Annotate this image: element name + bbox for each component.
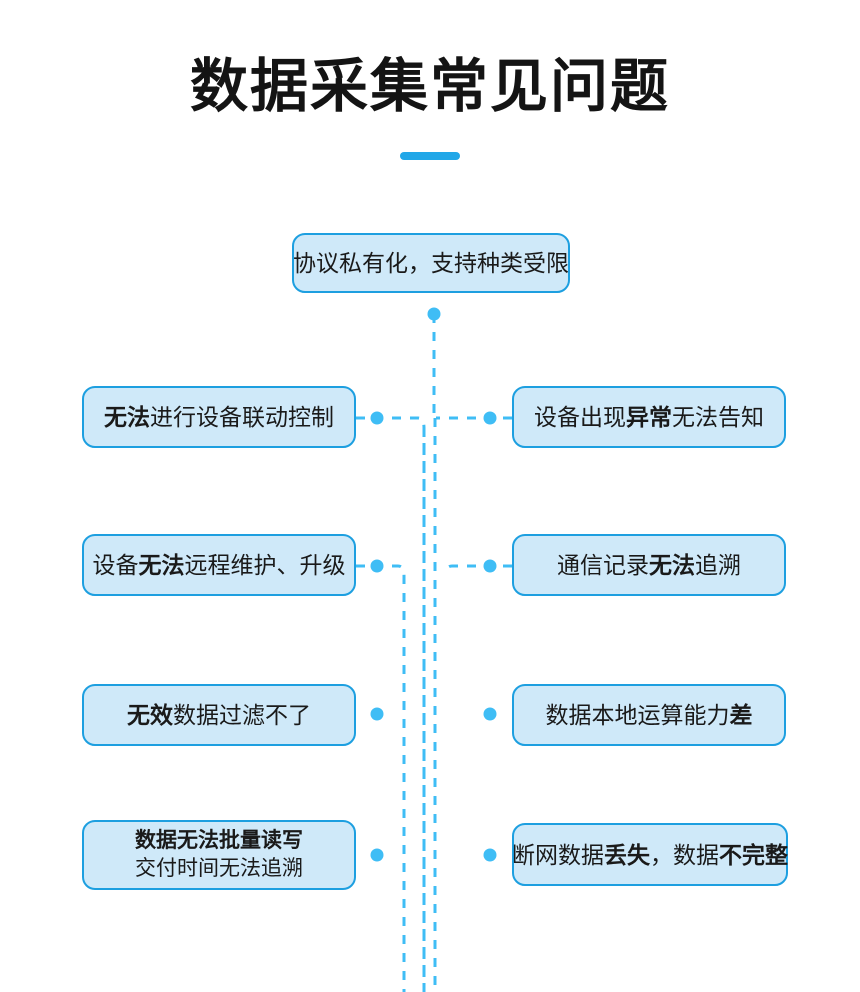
dot-left-row-3 bbox=[370, 707, 384, 721]
title-underline-accent bbox=[400, 152, 460, 160]
node-text-line: 通信记录无法追溯 bbox=[557, 550, 741, 580]
dot-top-stem bbox=[427, 307, 441, 321]
node-right-row-2[interactable]: 通信记录无法追溯 bbox=[512, 534, 786, 596]
node-text-emphasis: 差 bbox=[729, 702, 753, 728]
node-text-line: 无效数据过滤不了 bbox=[127, 700, 311, 730]
node-text-run: 无法告知 bbox=[672, 404, 764, 430]
dot-right-row-2 bbox=[483, 559, 497, 573]
node-right-row-4[interactable]: 断网数据丢失，数据不完整 bbox=[512, 823, 788, 886]
node-text-emphasis: 丢失 bbox=[604, 841, 650, 868]
connector-right-row-2 bbox=[444, 564, 512, 575]
node-right-row-3[interactable]: 数据本地运算能力差 bbox=[512, 684, 786, 746]
page-title: 数据采集常见问题 bbox=[189, 54, 670, 119]
dot-right-row-3 bbox=[483, 707, 497, 721]
node-text-line: 数据本地运算能力差 bbox=[546, 700, 753, 730]
node-text-run: ，数据 bbox=[650, 841, 719, 868]
node-text-line: 断网数据丢失，数据不完整 bbox=[512, 840, 788, 870]
connector-left-row-1 bbox=[356, 416, 426, 992]
node-text-emphasis: 无法 bbox=[138, 552, 185, 578]
node-text-run: 追溯 bbox=[695, 552, 741, 578]
node-text-line: 数据无法批量读写 bbox=[135, 827, 303, 855]
dot-left-row-4 bbox=[370, 848, 384, 862]
node-text-line: 协议私有化，支持种类受限 bbox=[293, 248, 569, 278]
node-text-run: 远程维护、升级 bbox=[184, 552, 346, 578]
node-text-emphasis: 异常 bbox=[626, 404, 672, 430]
dot-left-row-1 bbox=[370, 411, 384, 425]
node-text-run: 设备 bbox=[92, 552, 139, 578]
node-text-run: 数据本地运算能力 bbox=[545, 702, 730, 728]
connector-left-row-2 bbox=[356, 564, 406, 992]
node-text-line: 交付时间无法追溯 bbox=[135, 855, 303, 883]
node-left-row-3[interactable]: 无效数据过滤不了 bbox=[82, 684, 356, 746]
node-text-line: 设备出现异常无法告知 bbox=[534, 402, 764, 432]
node-text-run: 交付时间无法追溯 bbox=[135, 857, 303, 880]
node-top-center[interactable]: 协议私有化，支持种类受限 bbox=[292, 233, 570, 293]
node-text-line: 设备无法远程维护、升级 bbox=[93, 550, 346, 580]
node-text-line: 无法进行设备联动控制 bbox=[104, 402, 334, 432]
node-text-run: 断网数据 bbox=[512, 841, 604, 868]
node-left-row-2[interactable]: 设备无法远程维护、升级 bbox=[82, 534, 356, 596]
node-left-row-1[interactable]: 无法进行设备联动控制 bbox=[82, 386, 356, 448]
node-text-run: 设备出现 bbox=[534, 404, 626, 430]
node-text-run: 通信记录 bbox=[557, 552, 649, 578]
dot-right-row-4 bbox=[483, 848, 497, 862]
node-text-run: 进行设备联动控制 bbox=[150, 404, 334, 430]
dot-left-row-2 bbox=[370, 559, 384, 573]
node-text-emphasis: 不完整 bbox=[719, 841, 788, 868]
node-text-run: 协议私有化，支持种类受限 bbox=[293, 250, 569, 276]
node-text-emphasis: 无法 bbox=[104, 404, 150, 430]
node-text-run: 数据过滤不了 bbox=[173, 702, 311, 728]
page-header: 数据采集常见问题 bbox=[0, 0, 860, 200]
node-right-row-1[interactable]: 设备出现异常无法告知 bbox=[512, 386, 786, 448]
node-text-emphasis: 无效 bbox=[127, 702, 173, 728]
node-text-emphasis: 数据无法批量读写 bbox=[135, 829, 303, 852]
node-text-emphasis: 无法 bbox=[649, 552, 695, 578]
node-left-row-4[interactable]: 数据无法批量读写交付时间无法追溯 bbox=[82, 820, 356, 890]
dot-right-row-1 bbox=[483, 411, 497, 425]
